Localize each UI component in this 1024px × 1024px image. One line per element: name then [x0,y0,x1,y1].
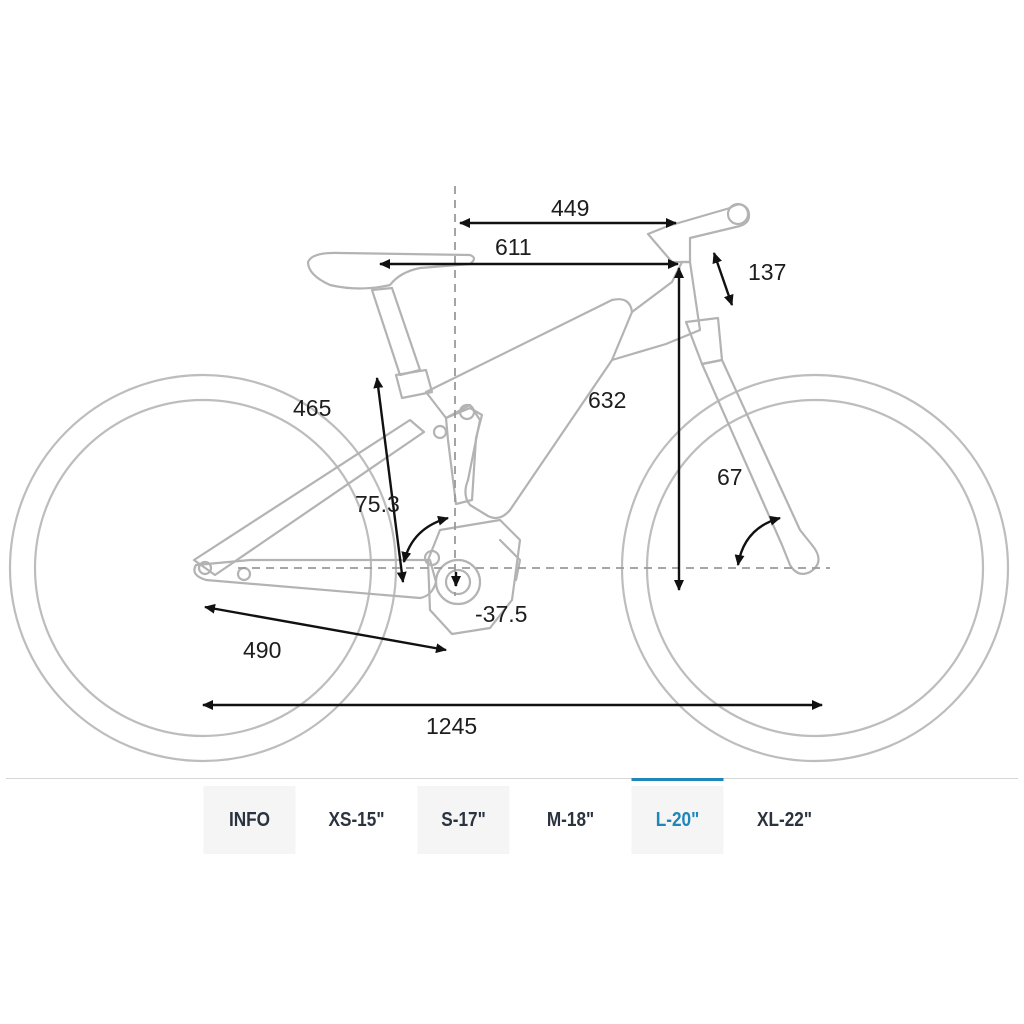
head-angle-label: 67 [717,464,743,490]
fork [684,316,724,366]
main-frame [424,298,634,520]
stem [646,203,751,264]
bike-frame [192,202,820,636]
wheelbase-label: 1245 [426,713,477,739]
saddle [306,251,476,290]
tab-size-l[interactable]: L-20" [631,778,724,854]
seatpost [370,286,422,377]
rear-shock [444,406,484,506]
head-tube-arrow [712,252,734,306]
seat-angle-label: 75.3 [355,491,400,517]
bike-geometry-diagram: 449 611 137 632 67 465 75.3 -37.5 490 12… [8,186,1010,763]
chainstay-label: 490 [243,637,281,663]
tab-size-xs[interactable]: XS-15" [328,808,385,831]
tab-size-m[interactable]: M-18" [546,808,595,831]
chainstay-arrow [204,603,447,654]
top-tube-label: 611 [495,234,532,260]
dimension-lines [202,218,823,710]
seat-tube-arrow [373,377,407,583]
size-tabs: INFO XS-15" S-17" M-18" L-20" XL-22" [196,778,838,854]
tab-size-s[interactable]: S-17" [417,786,510,854]
head-angle-arc [734,515,781,566]
reference-guides [238,186,830,596]
motor-housing [426,518,522,636]
dimension-labels: 449 611 137 632 67 465 75.3 -37.5 490 12… [243,195,786,739]
tab-info[interactable]: INFO [203,786,296,854]
bb-drop-label: -37.5 [475,601,527,627]
head-tube-label: 137 [748,259,786,285]
section-divider [6,778,1018,779]
seatstay [192,418,426,577]
reach-label: 449 [551,195,589,221]
chainstay [193,558,438,600]
seat-angle-arc [401,515,449,563]
seat-tube-label: 465 [293,395,331,421]
tab-size-xl[interactable]: XL-22" [756,808,812,831]
stack-label: 632 [588,387,626,413]
